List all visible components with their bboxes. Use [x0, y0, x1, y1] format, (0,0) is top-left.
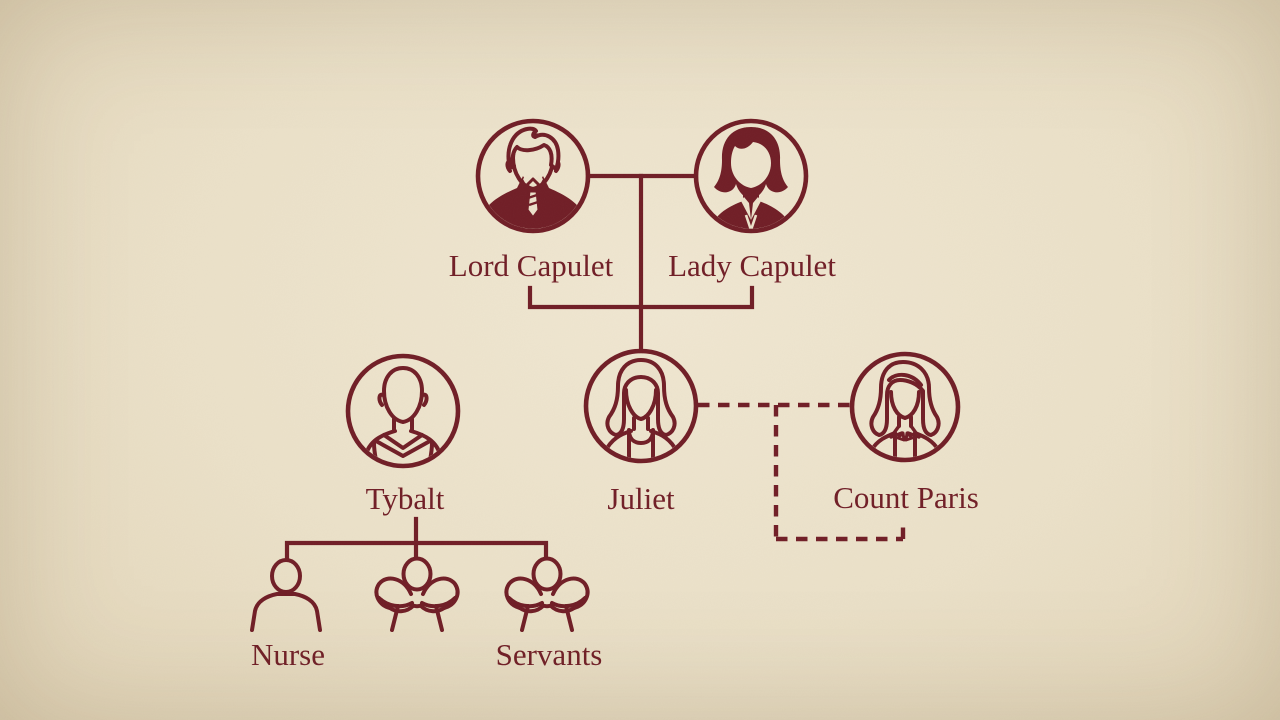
tybalt-household-bracket — [284, 516, 549, 560]
woman-curled-hair-portrait-icon — [693, 118, 809, 234]
nurse-label: Nurse — [250, 637, 326, 672]
servants-label: Servants — [495, 637, 603, 672]
man-armor-portrait-icon — [345, 353, 461, 469]
puffed-sleeve-person-outline-icon — [504, 556, 590, 632]
long-haired-person-portrait-icon — [849, 351, 961, 463]
count-paris-label: Count Paris — [833, 480, 979, 515]
lady-capulet-label: Lady Capulet — [668, 248, 836, 283]
puffed-sleeve-person-outline-icon — [374, 556, 460, 632]
tybalt-label: Tybalt — [365, 481, 445, 516]
person-outline-icon — [250, 558, 322, 632]
parents-label-bracket — [527, 285, 755, 310]
man-suit-portrait-icon — [475, 118, 591, 234]
woman-long-hair-portrait-icon — [583, 348, 699, 464]
juliet-label: Juliet — [607, 481, 675, 516]
